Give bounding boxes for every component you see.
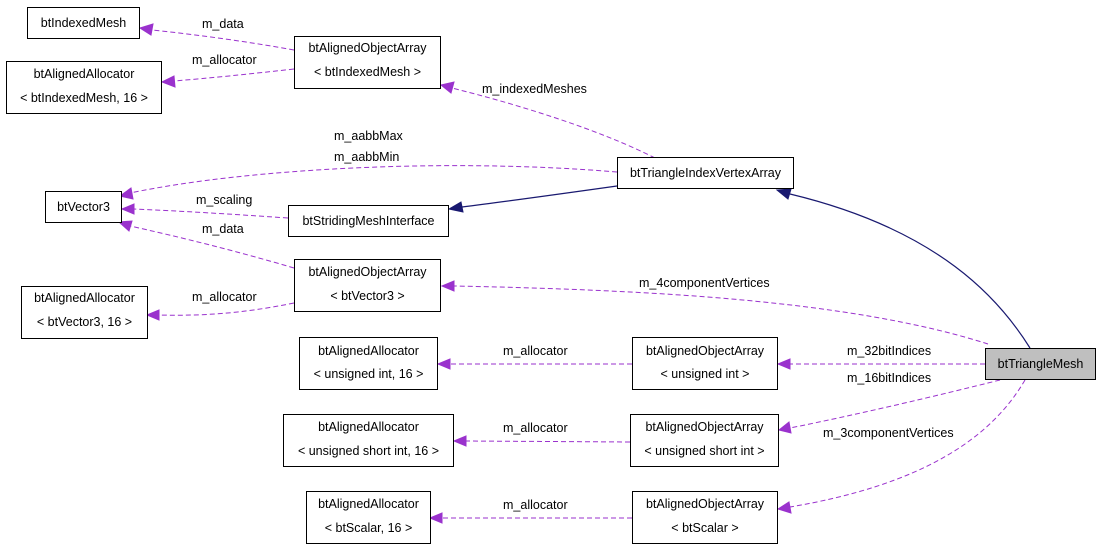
node-aligned-object-array-indexedmesh[interactable]: btAlignedObjectArray < btIndexedMesh >	[294, 36, 441, 89]
node-label: btAlignedObjectArray	[308, 265, 427, 279]
node-label: btTriangleMesh	[998, 357, 1084, 371]
node-aligned-allocator-vector3[interactable]: btAlignedAllocator < btVector3, 16 >	[21, 286, 148, 339]
edge-label-m-allocator-indexedmesh: m_allocator	[192, 53, 257, 67]
arrowhead	[118, 187, 134, 200]
node-aligned-allocator-ushort[interactable]: btAlignedAllocator < unsigned short int,…	[283, 414, 454, 467]
node-label: btAlignedAllocator	[318, 497, 419, 511]
node-aligned-allocator-uint[interactable]: btAlignedAllocator < unsigned int, 16 >	[299, 337, 438, 390]
edge-m-allocator-indexedmesh	[173, 68, 295, 82]
node-label: btAlignedAllocator	[34, 291, 135, 305]
edge-label-m-allocator-ushort: m_allocator	[503, 421, 568, 435]
node-label: btAlignedObjectArray	[646, 497, 765, 511]
node-template-args: < unsigned short int, 16 >	[298, 444, 439, 458]
arrowhead	[428, 512, 443, 524]
node-btstridingmeshinterface[interactable]: btStridingMeshInterface	[288, 205, 449, 237]
node-template-args: < btScalar, 16 >	[325, 521, 413, 535]
arrowhead	[440, 280, 455, 292]
edge-m-indexedmeshes	[451, 87, 656, 159]
node-label: btIndexedMesh	[41, 16, 127, 30]
node-bttriangleindexvertexarray[interactable]: btTriangleIndexVertexArray	[617, 157, 794, 189]
edge-label-m-4componentvertices: m_4componentVertices	[639, 276, 770, 290]
arrowhead	[447, 201, 464, 213]
edge-inherit-striding	[461, 185, 618, 208]
node-bttrianglemesh[interactable]: btTriangleMesh	[985, 348, 1096, 380]
node-aligned-object-array-ushort[interactable]: btAlignedObjectArray < unsigned short in…	[630, 414, 779, 467]
arrowhead	[452, 435, 467, 447]
edge-label-m-indexedmeshes: m_indexedMeshes	[482, 82, 587, 96]
edge-m-4componentvertices	[453, 285, 989, 345]
edge-m-scaling	[133, 208, 289, 219]
node-aligned-allocator-scalar[interactable]: btAlignedAllocator < btScalar, 16 >	[306, 491, 431, 544]
edge-inherit-tiva	[789, 193, 1031, 349]
node-label: btAlignedObjectArray	[645, 420, 764, 434]
arrowhead	[775, 188, 792, 200]
node-label: btAlignedObjectArray	[308, 41, 427, 55]
edge-label-m-3componentvertices: m_3componentVertices	[823, 426, 954, 440]
node-label: btStridingMeshInterface	[302, 214, 434, 228]
edge-label-m-data-indexedmesh: m_data	[202, 17, 244, 31]
node-label: btAlignedAllocator	[318, 344, 419, 358]
edge-label-m-16bitindices: m_16bitIndices	[847, 371, 931, 385]
edge-label-m-allocator-uint: m_allocator	[503, 344, 568, 358]
node-label: btTriangleIndexVertexArray	[630, 166, 782, 180]
node-label: btAlignedAllocator	[318, 420, 419, 434]
node-template-args: < btVector3, 16 >	[37, 315, 132, 329]
node-template-args: < btVector3 >	[330, 289, 404, 303]
edge-label-m-data-vector3: m_data	[202, 222, 244, 236]
node-aligned-object-array-uint[interactable]: btAlignedObjectArray < unsigned int >	[632, 337, 778, 390]
arrowhead	[160, 75, 176, 88]
arrowhead	[145, 309, 160, 321]
node-btindexedmesh[interactable]: btIndexedMesh	[27, 7, 140, 39]
node-label: btVector3	[57, 200, 110, 214]
edge-label-m-scaling: m_scaling	[196, 193, 252, 207]
arrowhead	[777, 421, 792, 434]
arrowhead	[436, 358, 451, 370]
edge-m-allocator-vector3	[157, 302, 295, 316]
node-template-args: < btIndexedMesh, 16 >	[20, 91, 148, 105]
node-template-args: < unsigned int, 16 >	[314, 367, 424, 381]
node-aligned-allocator-indexedmesh[interactable]: btAlignedAllocator < btIndexedMesh, 16 >	[6, 61, 162, 114]
arrowhead	[776, 501, 792, 514]
node-btvector3[interactable]: btVector3	[45, 191, 122, 223]
arrowhead	[439, 81, 455, 94]
arrowhead	[117, 220, 133, 232]
edge-m-data-indexedmesh	[151, 29, 295, 51]
arrowhead	[776, 358, 791, 370]
node-label: btAlignedAllocator	[34, 67, 135, 81]
node-template-args: < btScalar >	[671, 521, 738, 535]
edge-m-allocator-ushort	[465, 440, 631, 443]
node-aligned-object-array-vector3[interactable]: btAlignedObjectArray < btVector3 >	[294, 259, 441, 312]
node-label: btAlignedObjectArray	[646, 344, 765, 358]
edge-m-aabb	[129, 165, 618, 194]
arrowhead	[120, 203, 135, 215]
node-template-args: < unsigned short int >	[644, 444, 764, 458]
edge-m-3componentvertices	[789, 379, 1026, 508]
edge-label-m-allocator-vector3: m_allocator	[192, 290, 257, 304]
node-template-args: < btIndexedMesh >	[314, 65, 421, 79]
edge-label-m-32bitindices: m_32bitIndices	[847, 344, 931, 358]
edge-m-16bitindices	[789, 379, 1001, 429]
edge-m-data-vector3	[129, 225, 295, 269]
edge-label-m-aabbmin: m_aabbMin	[334, 150, 399, 164]
edge-label-m-aabbmax: m_aabbMax	[334, 129, 404, 143]
node-template-args: < unsigned int >	[661, 367, 750, 381]
edge-label-m-allocator-scalar: m_allocator	[503, 498, 568, 512]
arrowhead	[138, 23, 154, 36]
node-aligned-object-array-scalar[interactable]: btAlignedObjectArray < btScalar >	[632, 491, 778, 544]
